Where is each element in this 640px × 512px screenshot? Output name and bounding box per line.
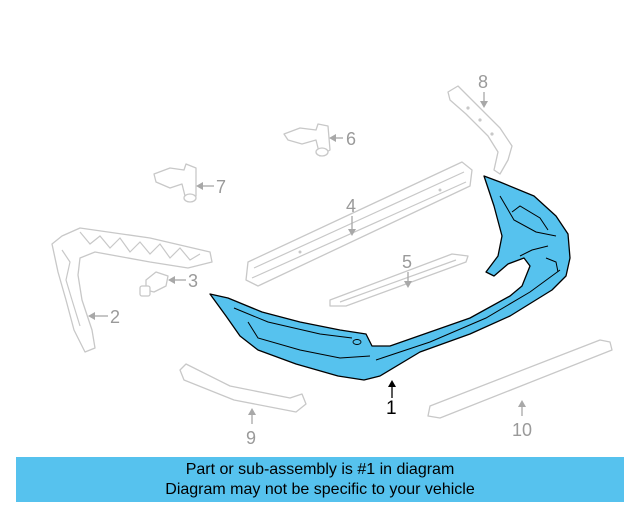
part-4-reinforcement-beam [245, 161, 473, 287]
info-banner: Part or sub-assembly is #1 in diagram Di… [16, 457, 624, 502]
callout-3: 3 [188, 271, 198, 291]
part-8-side-bracket [447, 85, 513, 175]
part-10-molding [427, 339, 613, 419]
part-1-bumper-cover [209, 175, 571, 381]
callout-4: 4 [346, 196, 356, 216]
callout-9: 9 [246, 428, 256, 448]
part-3-bolt [139, 271, 169, 297]
part-9-molding [179, 363, 307, 413]
part-9-arrow [248, 408, 256, 424]
banner-line-disclaimer: Diagram may not be specific to your vehi… [165, 481, 475, 498]
part-2-arrow [88, 312, 108, 320]
part-1-arrow [388, 380, 396, 398]
part-8-arrow [480, 92, 488, 108]
callout-10: 10 [512, 420, 532, 440]
callout-7: 7 [216, 177, 226, 197]
banner-line-part: Part or sub-assembly is #1 in diagram [185, 461, 455, 478]
part-7-bracket [153, 163, 197, 203]
part-7-arrow [196, 182, 214, 190]
part-6-arrow [329, 134, 343, 142]
callout-8: 8 [478, 72, 488, 92]
part-4-arrow [348, 216, 356, 236]
callout-2: 2 [110, 307, 120, 327]
part-3-arrow [168, 276, 186, 284]
callout-1: 1 [386, 398, 397, 419]
callout-6: 6 [346, 129, 356, 149]
callout-5: 5 [402, 252, 412, 272]
part-6-bracket [283, 123, 331, 157]
part-2-bracket [51, 227, 213, 353]
part-5-arrow [404, 272, 412, 288]
part-10-arrow [518, 400, 526, 416]
part-5-strip [329, 253, 469, 307]
